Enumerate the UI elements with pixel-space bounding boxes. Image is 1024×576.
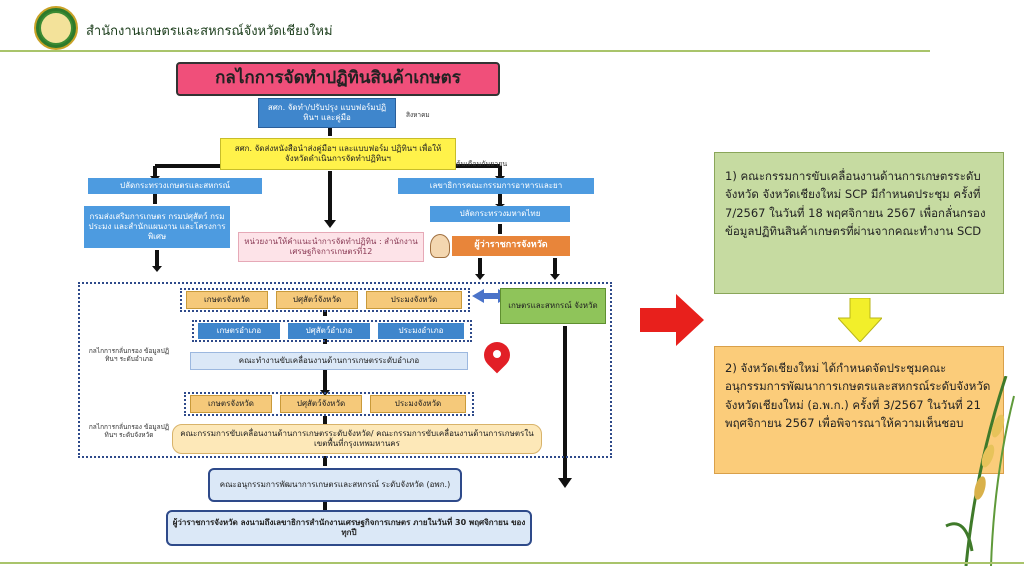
prov-fishery: ประมงจังหวัด xyxy=(366,291,462,309)
box-prov-agri-coop-office: เกษตรและสหกรณ์ จังหวัด xyxy=(500,288,606,324)
step1-card: 1) คณะกรรมการขับเคลื่อนงานด้านการเกษตรระ… xyxy=(714,152,1004,294)
box-moi: ปลัดกระทรวงมหาดไทย xyxy=(430,206,570,222)
person-avatar-icon xyxy=(430,234,450,258)
box-prov-committee: คณะกรรมการขับเคลื่อนงานด้านการเกษตรระดับ… xyxy=(172,424,542,454)
prov2-livestock: ปศุสัตว์จังหวัด xyxy=(280,395,362,413)
box-final-deadline: ผู้ว่าราชการจังหวัด ลงนามถึงเลขาธิการสำน… xyxy=(166,510,532,546)
district-livestock: ปศุสัตว์อำเภอ xyxy=(288,323,370,339)
org-logo xyxy=(34,6,78,50)
footer-divider xyxy=(0,562,1024,564)
box-moac: ปลัดกระทรวงเกษตรและสหกรณ์ xyxy=(88,178,262,194)
box-departments: กรมส่งเสริมการเกษตร กรมปศุสัตว์ กรมประมง… xyxy=(84,206,230,248)
logo-emblem xyxy=(39,11,73,45)
header-divider xyxy=(0,50,930,52)
location-pin-dot xyxy=(493,350,501,358)
yellow-down-arrow xyxy=(838,298,882,342)
red-right-arrow xyxy=(640,294,704,346)
box-food-drug: เลขาธิการคณะกรรมการอาหารและยา xyxy=(398,178,594,194)
wheat-decoration-icon xyxy=(945,376,1015,566)
box-send-manual: สศก. จัดส่งหนังสือนำส่งคู่มือฯ และแบบฟอร… xyxy=(220,138,456,170)
district-agri: เกษตรอำเภอ xyxy=(198,323,280,339)
org-name: สำนักงานเกษตรและสหกรณ์จังหวัดเชียงใหม่ xyxy=(86,24,333,39)
box-advisor: หน่วยงานให้คำแนะนำการจัดทำปฏิทิน : สำนัก… xyxy=(238,232,424,262)
flowchart: กลไกการจัดทำปฏิทินสินค้าเกษตร xyxy=(78,58,615,550)
step2-card: 2) จังหวัดเชียงใหม่ ได้กำหนดจัดประชุมคณะ… xyxy=(714,346,1004,474)
note-province-screening: กลไกการกลั่นกรอง ข้อมูลปฏิทินฯ ระดับจังห… xyxy=(88,423,170,439)
box-scp: สศก. จัดทำ/ปรับปรุง แบบฟอร์มปฏิทินฯ และค… xyxy=(258,98,396,128)
prov2-agri: เกษตรจังหวัด xyxy=(190,395,272,413)
province-row2-frame xyxy=(184,392,474,416)
district-fishery: ประมงอำเภอ xyxy=(378,323,464,339)
box-governor: ผู้ว่าราชการจังหวัด xyxy=(452,236,570,256)
prov-livestock: ปศุสัตว์จังหวัด xyxy=(276,291,358,309)
district-row-frame xyxy=(192,320,472,342)
province-district-frame xyxy=(78,282,612,458)
province-row-frame xyxy=(180,288,470,312)
note-september: ต้นเดือนกันยายน xyxy=(456,160,508,168)
note-august: สิงหาคม xyxy=(406,111,430,119)
flowchart-title: กลไกการจัดทำปฏิทินสินค้าเกษตร xyxy=(176,62,500,96)
prov2-fishery: ประมงจังหวัด xyxy=(370,395,466,413)
note-district-screening: กลไกการกลั่นกรอง ข้อมูลปฏิทินฯ ระดับอำเภ… xyxy=(88,347,170,363)
box-opk: คณะอนุกรรมการพัฒนาการเกษตรและสหกรณ์ ระดั… xyxy=(208,468,462,502)
box-district-committee: คณะทำงานขับเคลื่อนงานด้านการเกษตรระดับอำ… xyxy=(190,352,468,370)
prov-agri: เกษตรจังหวัด xyxy=(186,291,268,309)
